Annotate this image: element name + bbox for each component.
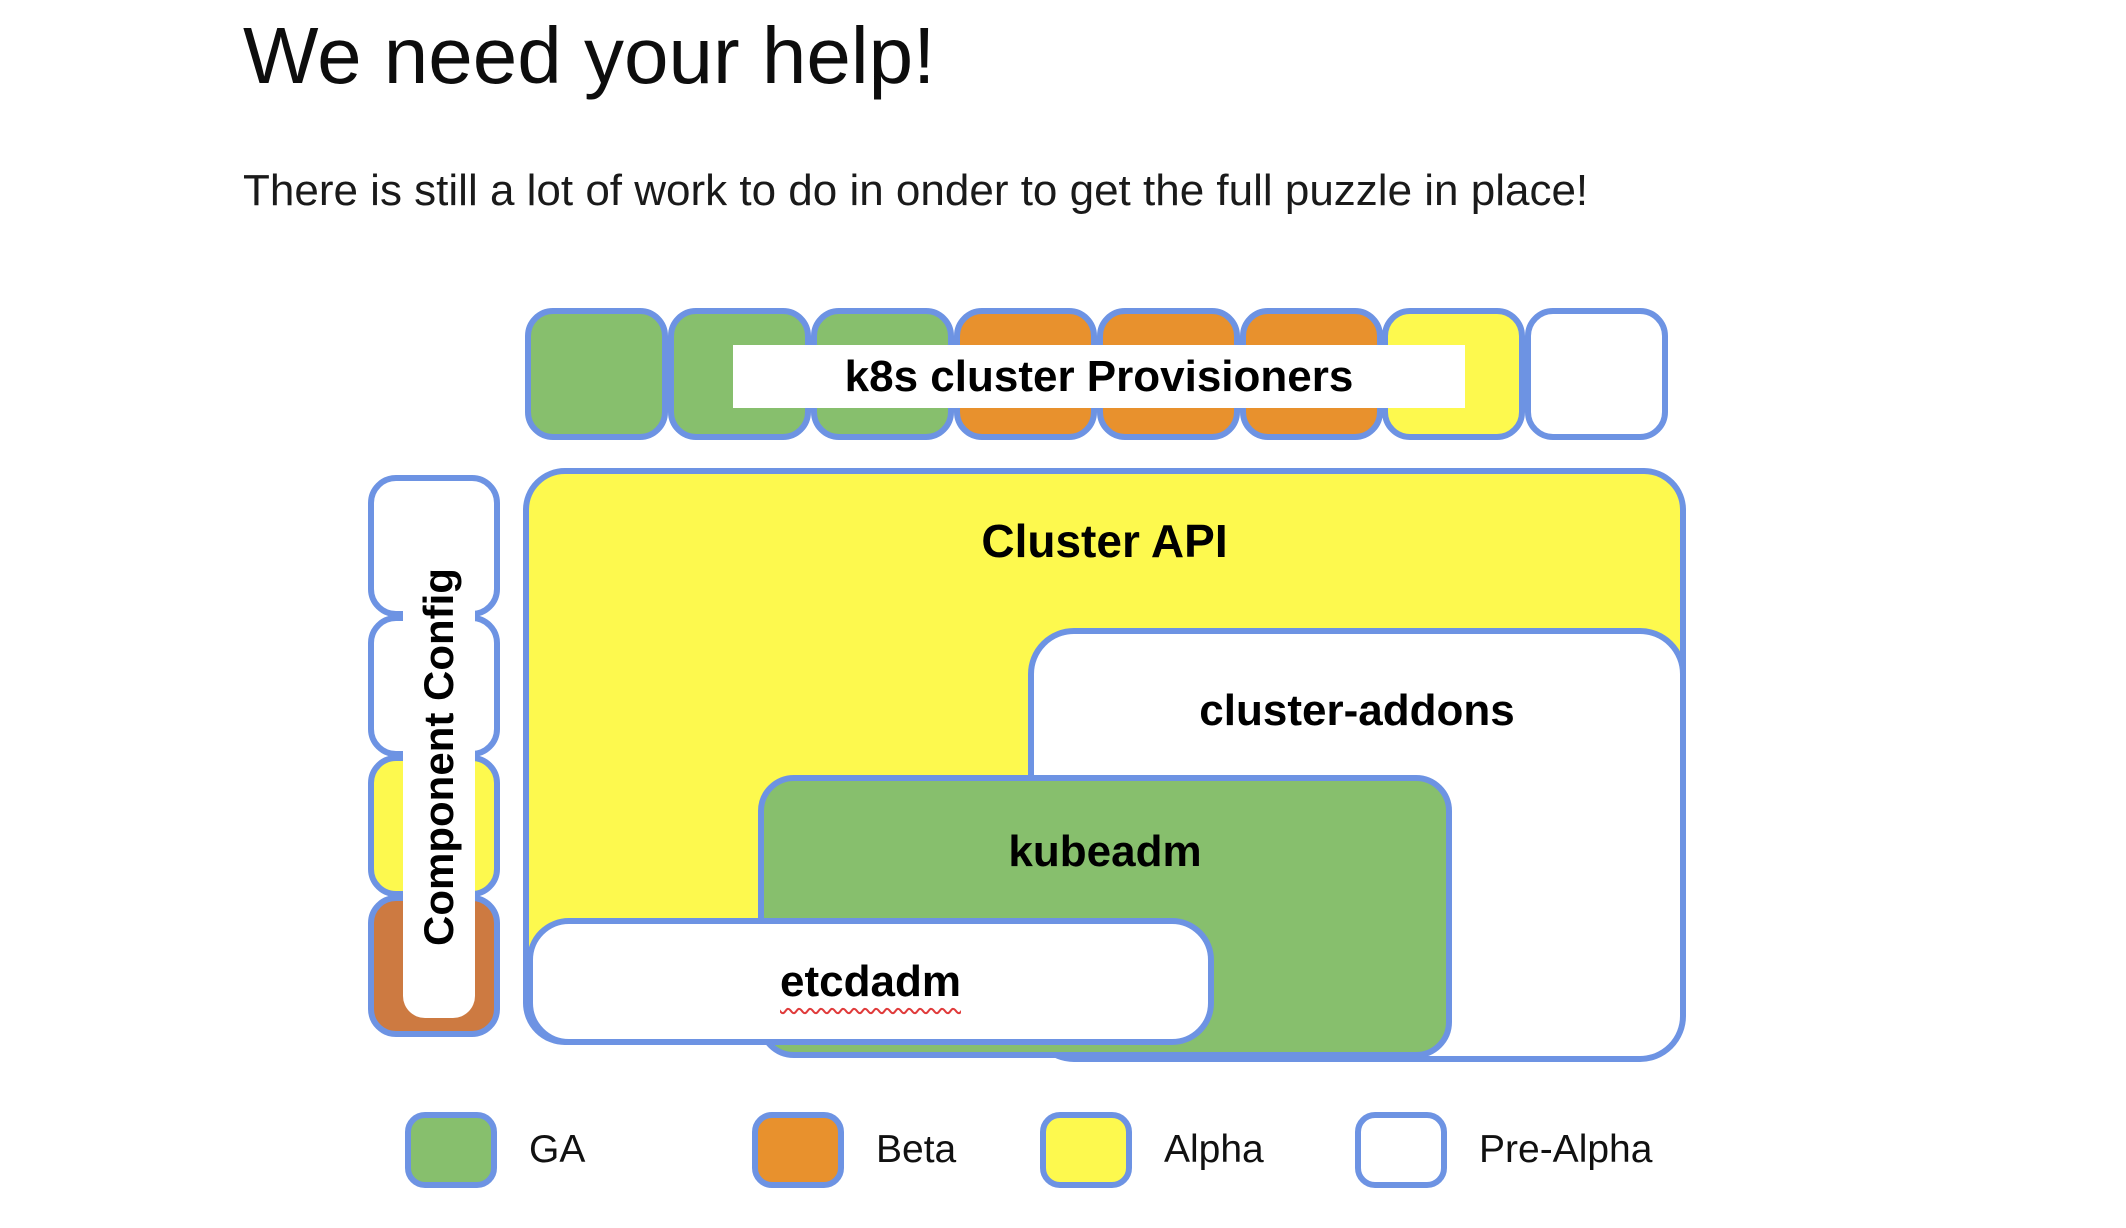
provisioners-label: k8s cluster Provisioners bbox=[733, 345, 1465, 408]
legend-label-beta: Beta bbox=[876, 1128, 957, 1171]
legend-item-beta: Beta bbox=[752, 1112, 956, 1188]
cluster-addons-label: cluster-addons bbox=[1199, 686, 1515, 735]
cluster-api-label: Cluster API bbox=[981, 515, 1228, 567]
legend-swatch-pre-alpha bbox=[1355, 1112, 1447, 1188]
kubeadm-label: kubeadm bbox=[1008, 827, 1202, 876]
legend-label-pre-alpha: Pre-Alpha bbox=[1479, 1128, 1653, 1171]
component-config-label-text: Component Config bbox=[415, 567, 463, 946]
legend-label-ga: GA bbox=[529, 1128, 586, 1171]
provisioner-piece-ga bbox=[525, 308, 668, 440]
legend-label-alpha: Alpha bbox=[1164, 1128, 1264, 1171]
legend-swatch-beta bbox=[752, 1112, 844, 1188]
etcdadm-label: etcdadm bbox=[780, 956, 961, 1006]
etcdadm-box: etcdadm bbox=[527, 918, 1214, 1045]
component-config-label: Component Config bbox=[403, 495, 475, 1018]
provisioner-piece-pre-alpha bbox=[1525, 308, 1668, 440]
legend-swatch-ga bbox=[405, 1112, 497, 1188]
page-subtitle: There is still a lot of work to do in on… bbox=[243, 166, 1589, 215]
legend-item-alpha: Alpha bbox=[1040, 1112, 1264, 1188]
legend-swatch-alpha bbox=[1040, 1112, 1132, 1188]
legend-item-pre-alpha: Pre-Alpha bbox=[1355, 1112, 1652, 1188]
legend-item-ga: GA bbox=[405, 1112, 585, 1188]
page-title: We need your help! bbox=[243, 11, 936, 100]
